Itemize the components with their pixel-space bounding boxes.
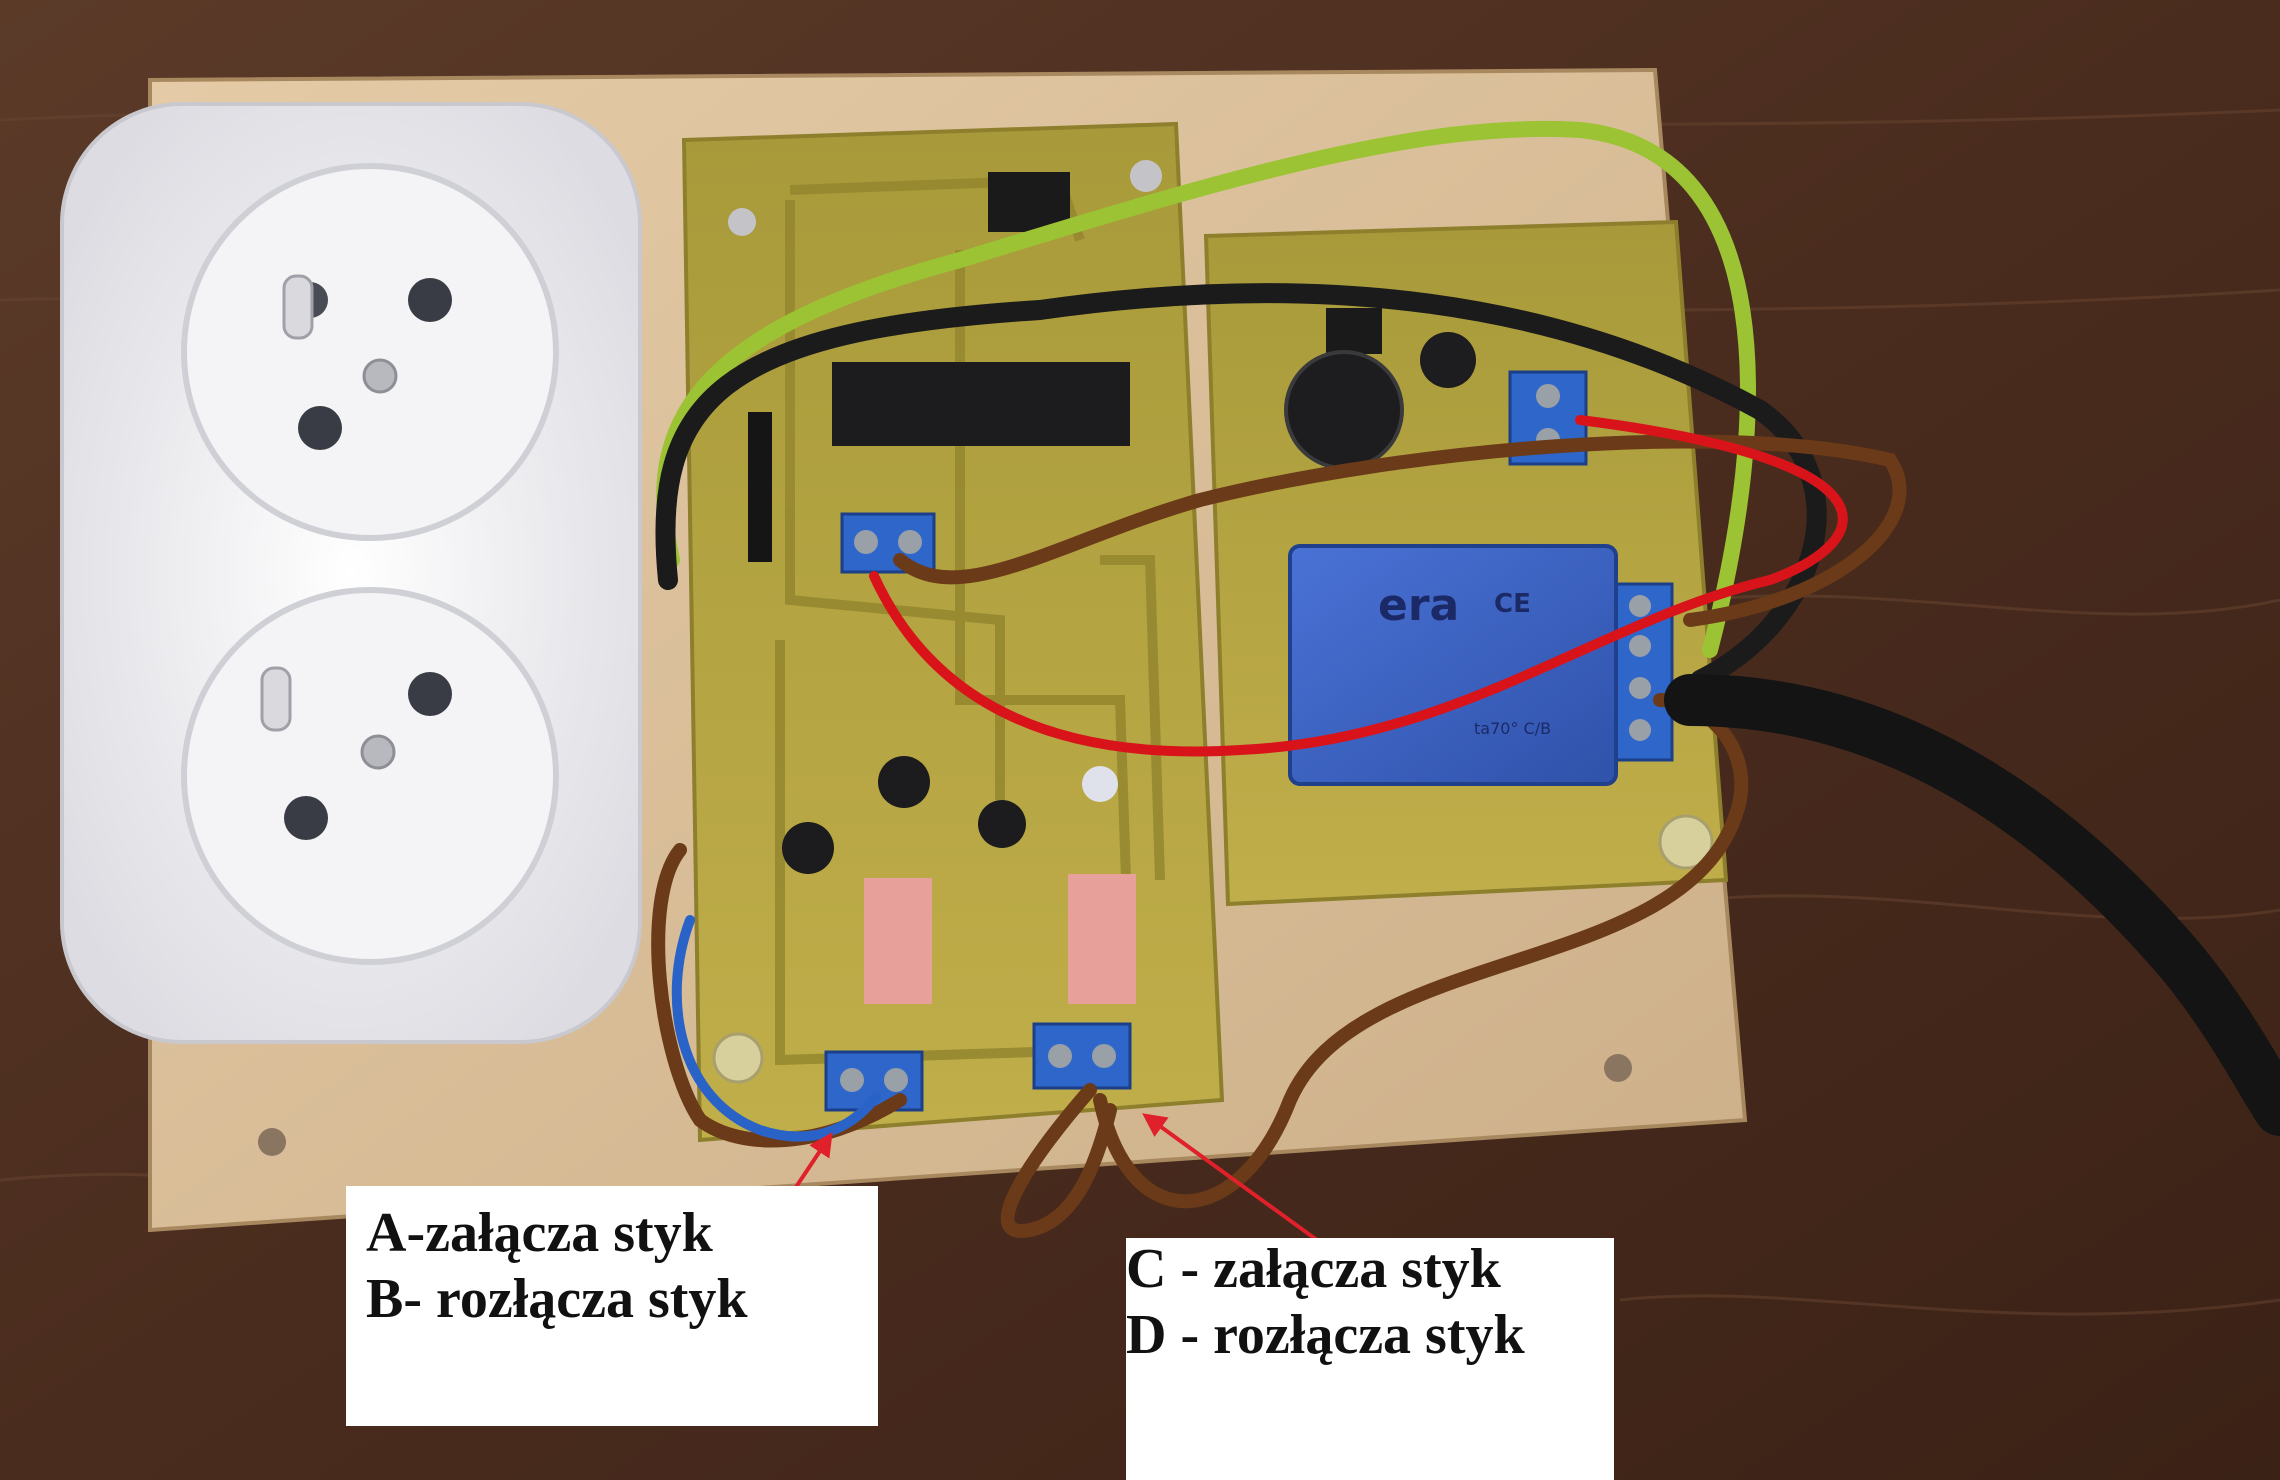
transistor	[782, 822, 834, 874]
wire-blue	[671, 915, 881, 1142]
transistor	[878, 756, 930, 808]
transformer-rating: ta70° C/B	[1474, 719, 1551, 738]
transformer-ce-mark: CE	[1494, 589, 1531, 619]
wire-green-yellow	[656, 120, 1756, 658]
pcb-screw	[1658, 814, 1714, 870]
pcb-screw	[712, 1032, 764, 1084]
wire-brown	[1093, 693, 1749, 1209]
voltage-regulator	[1326, 308, 1382, 354]
wiring	[651, 120, 2280, 1238]
annotation-line-c: C - załącza styk	[1126, 1238, 1501, 1300]
socket-top	[181, 163, 559, 541]
microcontroller-chip	[832, 362, 1130, 446]
board-screw	[258, 1128, 286, 1156]
wire-black	[655, 283, 1827, 690]
annotation-line-b: B- rozłącza styk	[366, 1268, 748, 1330]
pcb-screw	[1130, 160, 1162, 192]
relay	[1068, 874, 1136, 1004]
wire-brown	[1000, 1083, 1117, 1238]
capacitor	[1082, 766, 1118, 802]
annotation-line-a: A-załącza styk	[366, 1202, 713, 1264]
board-screw	[1604, 1054, 1632, 1082]
pcb-screw	[728, 208, 756, 236]
socket-bottom	[181, 587, 559, 965]
power-cable	[1664, 674, 2280, 1136]
annotation-label-ab: A-załącza styk B- rozłącza styk	[346, 1186, 878, 1426]
pin-header	[748, 412, 772, 562]
transistor	[978, 800, 1026, 848]
transformer: era CE ta70° C/B	[1288, 544, 1618, 786]
electrolytic-capacitor	[1420, 332, 1476, 388]
ir-receiver	[988, 172, 1070, 232]
annotation-label-cd: C - załącza styk D - rozłącza styk	[1126, 1238, 1614, 1480]
electrolytic-capacitor	[1284, 350, 1404, 470]
relay	[864, 878, 932, 1004]
double-socket-outlet	[60, 102, 642, 1044]
wire-red	[869, 415, 1848, 757]
transformer-brand: era	[1378, 580, 1459, 631]
annotation-line-d: D - rozłącza styk	[1126, 1304, 1525, 1366]
wire-brown	[893, 434, 1907, 627]
control-pcb	[681, 121, 1225, 1143]
